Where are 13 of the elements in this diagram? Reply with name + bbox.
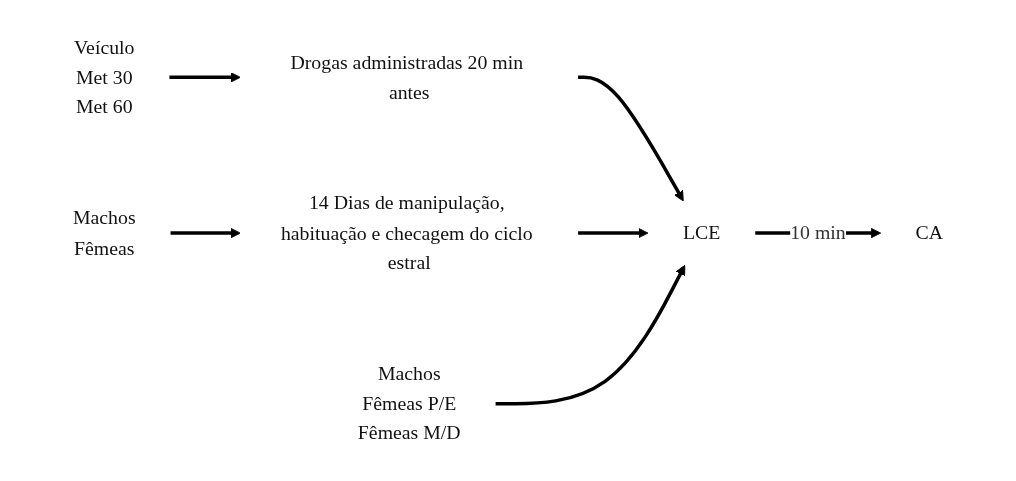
arrow	[169, 72, 241, 83]
arrow	[578, 75, 684, 202]
edge-label: 10 min	[790, 221, 846, 244]
node-text: Drogas administradas 20 min antes	[290, 51, 524, 103]
node-text: Machos Fêmeas	[72, 206, 136, 259]
arrow	[578, 227, 649, 239]
node-text: LCE	[682, 221, 721, 244]
node-text: CA	[915, 221, 944, 244]
node-text: 14 Dias de manipulação, habituação e checagem do ciclo estral	[280, 192, 533, 274]
node-text: Machos Fêmeas P/E Fêmeas M/D	[357, 362, 461, 445]
arrow	[495, 264, 686, 406]
arrow	[170, 227, 241, 239]
node-text: Veículo Met 30 Met 60	[74, 36, 135, 118]
